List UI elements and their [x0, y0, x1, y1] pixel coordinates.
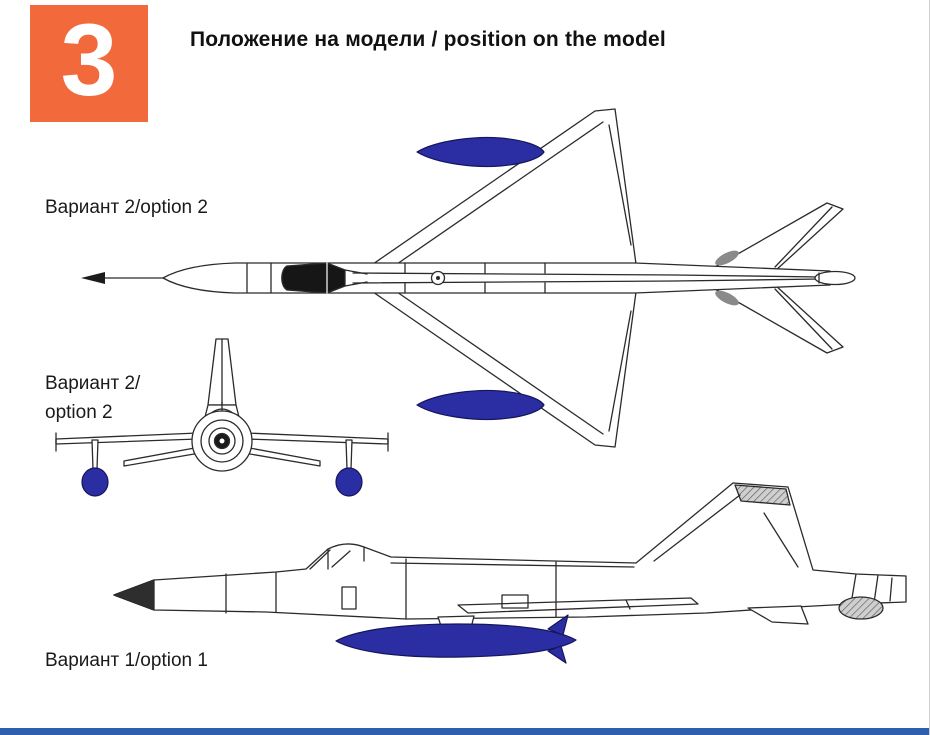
wing-tank-highlight-upper	[416, 136, 545, 168]
top-view-linework	[81, 108, 856, 448]
tail-fairing-hatched-area	[838, 596, 884, 620]
label-front-view-option: Вариант 2/ option 2	[45, 370, 140, 427]
drop-tank-highlight-left	[81, 467, 109, 497]
tank-fin-lower	[547, 645, 567, 664]
label-top-view-option: Вариант 2/option 2	[45, 197, 208, 218]
label-front-view-line1: Вариант 2/	[45, 373, 141, 394]
step-number: 3	[60, 2, 118, 117]
parachute-housing	[814, 270, 856, 286]
wing-lower	[372, 291, 637, 448]
fin-tip-hatched-area	[734, 484, 791, 506]
page-title: Положение на модели / position on the mo…	[190, 28, 666, 51]
tailplane-upper	[714, 202, 844, 272]
drop-tank-highlight-right	[335, 467, 363, 497]
fuselage-side-view	[113, 482, 907, 620]
fuselage-top-view	[162, 262, 831, 294]
centerline-tank-highlight	[335, 623, 577, 658]
footer-accent-bar	[0, 728, 929, 735]
wing-upper	[372, 108, 637, 265]
tailplane-lower	[714, 284, 844, 354]
aircraft-side-view-drawing	[113, 482, 907, 664]
nose-cone	[113, 579, 155, 611]
step-number-badge: 3	[30, 5, 148, 122]
tail-fin-front-view	[207, 338, 237, 406]
side-view-linework	[113, 482, 907, 664]
direction-arrow-icon	[81, 272, 105, 284]
tailplane-side-view	[805, 575, 903, 596]
right-wing-front-view	[245, 432, 389, 445]
label-front-view-line2: option 2	[45, 401, 113, 423]
intake-cone	[213, 432, 231, 450]
left-wing-front-view	[55, 432, 199, 445]
aircraft-top-view-drawing	[81, 108, 856, 448]
fuselage-front-view	[191, 410, 253, 472]
canopy-top-view	[281, 262, 346, 294]
wing-tank-highlight-lower	[416, 389, 545, 421]
canopy-front-view	[201, 408, 243, 424]
wing-side-view	[457, 597, 699, 614]
tank-fin-upper	[547, 614, 569, 636]
label-side-view-option: Вариант 1/option 1	[45, 650, 208, 671]
